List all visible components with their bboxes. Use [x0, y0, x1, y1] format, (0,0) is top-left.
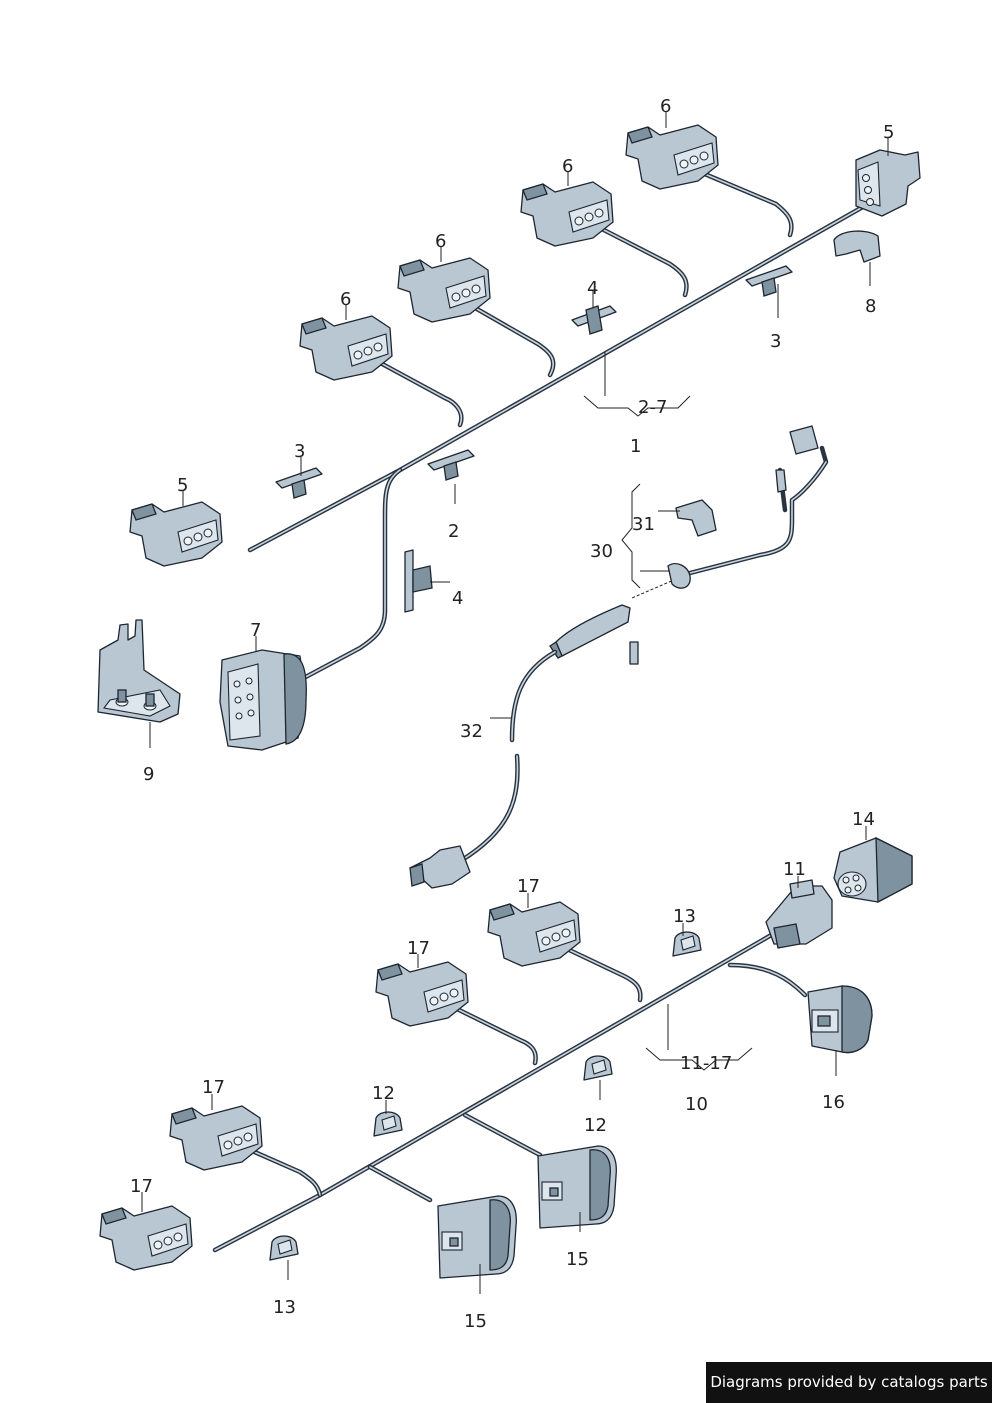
- label-12b: 12: [584, 1115, 607, 1136]
- connector-6-d: [299, 315, 393, 381]
- sensor-15-a: [537, 1145, 617, 1229]
- connector-14: [833, 836, 913, 904]
- connector-17-c: [169, 1105, 263, 1171]
- label-2-7: 2-7: [638, 397, 667, 418]
- connector-6-b: [520, 181, 614, 247]
- label-11-17: 11-17: [680, 1053, 732, 1074]
- label-6d: 6: [340, 289, 351, 310]
- leader-lines: [141, 112, 889, 1294]
- label-8: 8: [865, 296, 876, 317]
- label-16: 16: [822, 1092, 845, 1113]
- label-15a: 15: [566, 1249, 589, 1270]
- label-9: 9: [143, 764, 154, 785]
- label-7: 7: [250, 620, 261, 641]
- sensor-15-b: [437, 1195, 517, 1279]
- label-6c: 6: [435, 231, 446, 252]
- clip-4-mid: [404, 549, 433, 613]
- label-5a: 5: [177, 475, 188, 496]
- label-3b: 3: [770, 331, 781, 352]
- lower-harness-wires: [212, 927, 808, 1253]
- clip-4-top: [571, 305, 617, 335]
- clip-8: [833, 230, 881, 263]
- label-2: 2: [448, 521, 459, 542]
- credit-banner: Diagrams provided by catalogs parts: [706, 1362, 992, 1403]
- label-6b: 6: [562, 156, 573, 177]
- label-30: 30: [590, 541, 613, 562]
- label-11: 11: [783, 859, 806, 880]
- connector-7: [219, 649, 307, 751]
- connector-17-a: [487, 901, 581, 967]
- label-13a: 13: [673, 906, 696, 927]
- label-10: 10: [685, 1094, 708, 1115]
- label-17b: 17: [407, 938, 430, 959]
- label-13b: 13: [273, 1297, 296, 1318]
- connector-5-right: [855, 149, 921, 217]
- connector-6-c: [397, 257, 491, 323]
- clip-13-bottom: [269, 1235, 299, 1261]
- label-4b: 4: [452, 588, 463, 609]
- clip-12-left: [373, 1111, 403, 1137]
- label-3a: 3: [294, 441, 305, 462]
- label-32: 32: [460, 721, 483, 742]
- connector-16: [807, 985, 873, 1054]
- label-5b: 5: [883, 122, 894, 143]
- connector-6-a: [625, 124, 719, 190]
- connector-17-d: [99, 1205, 193, 1271]
- bracket-9: [97, 619, 181, 723]
- connector-11: [765, 879, 833, 949]
- antenna-cable: [409, 425, 829, 889]
- label-17c: 17: [202, 1077, 225, 1098]
- label-14: 14: [852, 809, 875, 830]
- part-number-labels: 6 5 6 6 4 8 6 3 2-7 1 3 5 2 31 30 4 7 32…: [130, 96, 894, 1332]
- label-12a: 12: [372, 1083, 395, 1104]
- label-1: 1: [630, 436, 641, 457]
- connector-17-b: [375, 961, 469, 1027]
- clip-13-top: [672, 931, 702, 957]
- connector-5-left: [129, 501, 223, 567]
- label-4a: 4: [587, 278, 598, 299]
- label-17d: 17: [130, 1176, 153, 1197]
- label-15b: 15: [464, 1311, 487, 1332]
- clip-3-left: [275, 467, 323, 499]
- upper-harness-wires: [247, 169, 878, 683]
- clip-2: [427, 449, 475, 481]
- label-6a: 6: [660, 96, 671, 117]
- label-31: 31: [632, 514, 655, 535]
- clip-12-right: [583, 1055, 613, 1081]
- label-17a: 17: [517, 876, 540, 897]
